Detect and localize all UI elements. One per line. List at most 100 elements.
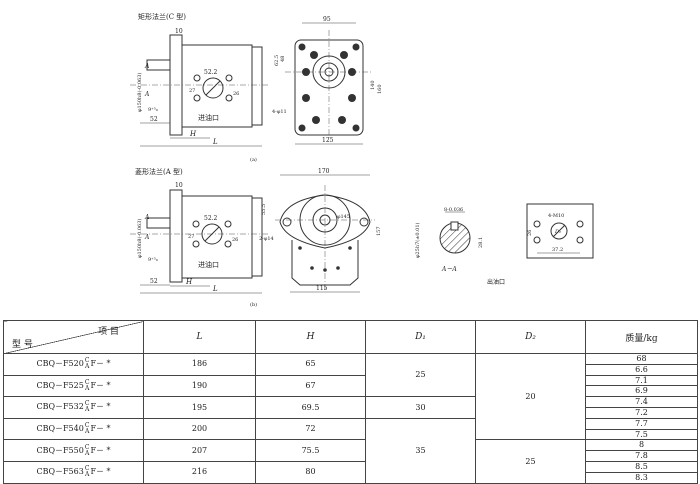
cell-mass: 68: [585, 353, 698, 365]
cell-mass: 7.5: [585, 428, 698, 441]
cell-mass: 7.2: [585, 406, 698, 419]
section-mark-bottom: A: [144, 91, 150, 98]
dim-port-height: 27: [189, 88, 195, 94]
dim-width-170: 170: [318, 168, 330, 175]
header-model: 型 号: [12, 340, 33, 350]
suffix-bottom: A: [84, 471, 90, 479]
model-name: CBQ－F525: [36, 380, 84, 390]
dim-port-height2: 26: [233, 91, 239, 97]
suffix-bottom: A: [84, 363, 90, 371]
model-tail: F－ *: [90, 467, 111, 477]
cell-mass: 7.7: [585, 417, 698, 430]
figure-a-title: 矩形法兰(C 型): [138, 12, 186, 21]
cell-mass: 8.5: [585, 460, 698, 473]
inlet-label-b: 进油口: [198, 260, 219, 269]
cell-mass: 6.6: [585, 363, 698, 376]
dim-H-b: H: [185, 278, 193, 286]
dim-140: 140: [370, 80, 376, 90]
figure-a-front-view: 95 62.5 48 140 160 4-φ11 125: [272, 16, 383, 145]
model-name: CBQ－F550: [36, 445, 84, 455]
dim-157: 157: [376, 226, 382, 236]
dim-shaft-diameter-b: φ150h8(-0.063): [136, 219, 143, 258]
suffix-top: C: [84, 443, 90, 451]
dim-L-b: L: [212, 285, 218, 293]
suffix-bottom: A: [84, 384, 90, 392]
cell-L: 190: [143, 374, 256, 398]
dim-L: L: [212, 138, 218, 146]
cell-mass: 8.3: [585, 471, 698, 484]
cell-H: 72: [255, 417, 366, 441]
cell-mass: 7.4: [585, 396, 698, 408]
cell-D2: 20: [475, 352, 586, 441]
dim-37-2: 37.2: [552, 247, 563, 253]
header-diagonal-cell: 项 目 型 号: [3, 320, 144, 354]
dim-key-depth: 28.1: [478, 237, 484, 248]
dim-holes-m10: 4-M10: [548, 213, 564, 219]
dim-62-5: 62.5: [274, 55, 280, 66]
model-name: CBQ－F563: [36, 467, 84, 477]
dim-26: 26: [527, 230, 533, 236]
cell-H: 67: [255, 374, 366, 398]
cell-H: 75.5: [255, 439, 366, 462]
dim-key-b: 9⁺⁵₀: [148, 257, 158, 263]
dim-pcd-145: φ145: [337, 214, 350, 220]
model-name: CBQ－F520: [36, 359, 84, 369]
dim-holes-2-14: 2-φ14: [259, 236, 274, 242]
suffix-top: C: [84, 400, 90, 408]
suffix-bottom: A: [84, 449, 90, 457]
figure-b-caption: (b): [250, 301, 257, 308]
model-tail: F－ *: [90, 445, 111, 455]
model-tail: F－ *: [90, 359, 111, 369]
cell-D1: 35: [365, 417, 476, 484]
dim-port-height2-b: 26: [232, 237, 238, 243]
dim-48: 48: [280, 56, 286, 62]
outlet-port-view: 4-M10 26 37.2 D₂ 出油口: [487, 203, 594, 286]
dim-key: 9⁺⁵₀: [148, 107, 158, 113]
cell-H: 80: [255, 460, 366, 484]
dim-width-125: 125: [322, 137, 334, 144]
table-header-row: 项 目 型 号 L H D₁ D₂ 质量/kg: [3, 320, 698, 354]
dim-port-width-b: 52.2: [204, 215, 218, 222]
technical-drawings: 矩形法兰(C 型) 52.2 27 26 10 A A φ150h8(-0.06…: [130, 12, 594, 308]
suffix-bottom: A: [84, 428, 90, 436]
dim-key-width: 8-0.036: [444, 207, 463, 213]
suffix-top: C: [84, 465, 90, 473]
dim-port-height-b: 27: [188, 234, 194, 240]
header-item: 项 目: [98, 327, 119, 337]
dim-shaft-diameter: φ150h8(-0.063): [136, 73, 143, 112]
cell-mass: 7.8: [585, 450, 698, 462]
cell-D2: 25: [475, 439, 586, 484]
dim-H: H: [189, 130, 197, 138]
cell-L: 207: [143, 439, 256, 462]
cell-D1: 30: [365, 396, 476, 419]
header-D1: D₁: [365, 320, 476, 354]
dim-flange-thickness-b: 10: [175, 182, 183, 189]
dim-d2: D₂: [554, 229, 561, 235]
model-tail: F－ *: [90, 402, 111, 412]
suffix-bottom: A: [84, 406, 90, 414]
suffix-top: C: [84, 357, 90, 365]
dim-shaft-length: 52: [150, 116, 158, 123]
cell-L: 195: [143, 396, 256, 419]
dim-shaft-h7: φ25h7(±0.01): [414, 222, 421, 258]
model-name: CBQ－F532: [36, 402, 84, 412]
figure-b-front-view: 170 55.5 φ145 2-φ14 157 115: [259, 168, 382, 293]
section-mark-bottom-b: A: [144, 234, 150, 241]
cell-H: 69.5: [255, 396, 366, 419]
